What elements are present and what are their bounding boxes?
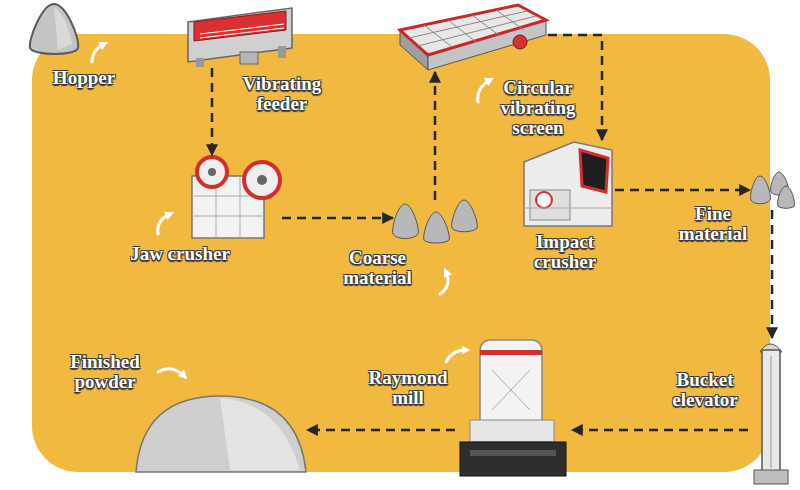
jaw-crusher-picture-part bbox=[244, 162, 280, 198]
coarse-material-rocks-part bbox=[452, 200, 478, 232]
pointer-arrows-part bbox=[440, 272, 448, 294]
circular-vibrating-screen-picture-part bbox=[513, 35, 527, 49]
fine-material-rocks bbox=[751, 172, 795, 208]
circular-vibrating-screen-picture-part bbox=[409, 11, 527, 38]
raymond-mill-picture-part bbox=[492, 370, 530, 410]
vibrating-feeder-picture-part bbox=[278, 46, 286, 58]
finished-powder-pile bbox=[136, 396, 306, 472]
impact-crusher-picture bbox=[524, 142, 612, 226]
pointer-arrows bbox=[92, 44, 490, 376]
machine-node: Vibrating feeder bbox=[182, 5, 295, 68]
raymond-mill-picture-part bbox=[480, 350, 542, 355]
machine-label: Impact crusher bbox=[520, 232, 610, 272]
machine-node: Hopper bbox=[28, 3, 80, 55]
circular-vibrating-screen-picture-part bbox=[400, 5, 546, 55]
flow-arrow bbox=[211, 68, 214, 155]
bucket-elevator-picture-part bbox=[762, 350, 780, 472]
fine-material-rocks-part bbox=[778, 186, 795, 208]
jaw-crusher-picture-part bbox=[240, 176, 241, 238]
impact-crusher-picture-part bbox=[524, 208, 612, 209]
hopper-rock-part bbox=[54, 8, 72, 50]
machine-label: Coarse material bbox=[330, 248, 425, 288]
flow-arrow bbox=[307, 429, 455, 432]
raymond-mill-picture bbox=[460, 340, 566, 476]
hopper-rock bbox=[30, 4, 78, 54]
machine-node: Fine material bbox=[750, 170, 796, 210]
machine-label: Fine material bbox=[668, 204, 758, 244]
vibrating-feeder-picture-part bbox=[200, 28, 284, 38]
pointer-arrows-part bbox=[158, 214, 170, 234]
machine-node: Bucket elevator bbox=[748, 338, 792, 486]
bucket-elevator-picture bbox=[754, 344, 788, 484]
coarse-material-rocks-part bbox=[424, 212, 450, 243]
machine-node: Impact crusher bbox=[515, 140, 615, 228]
circular-vibrating-screen-picture bbox=[400, 5, 546, 70]
coarse-material-rocks-part bbox=[393, 204, 419, 239]
jaw-crusher-picture bbox=[192, 157, 280, 238]
flow-arrow bbox=[771, 210, 774, 338]
flow-arrow bbox=[572, 429, 748, 432]
raymond-mill-picture-part bbox=[460, 442, 566, 476]
jaw-crusher-picture-part bbox=[197, 157, 227, 187]
machine-label: Hopper bbox=[44, 68, 124, 88]
vibrating-feeder-picture-part bbox=[196, 58, 204, 67]
impact-crusher-picture-part bbox=[580, 150, 608, 192]
machine-label: Raymond mill bbox=[366, 368, 450, 408]
impact-crusher-picture-part bbox=[536, 192, 552, 208]
raymond-mill-picture-part bbox=[470, 450, 556, 456]
machine-node: Coarse material bbox=[393, 200, 478, 242]
pointer-arrows-part bbox=[446, 350, 466, 362]
flow-arrow bbox=[282, 217, 393, 220]
finished-powder-pile-part bbox=[136, 396, 306, 472]
raymond-mill-picture-part bbox=[470, 420, 554, 442]
machine-node: Circular vibrating screen bbox=[395, 5, 548, 72]
finished-powder-pile-part bbox=[220, 398, 300, 470]
bucket-elevator-picture-part bbox=[754, 470, 788, 484]
machine-label: Bucket elevator bbox=[660, 370, 750, 410]
yellow-ground-part bbox=[32, 34, 770, 472]
impact-crusher-picture-part bbox=[524, 142, 612, 226]
machine-label: Vibrating feeder bbox=[232, 74, 332, 114]
vibrating-feeder-picture-part bbox=[240, 52, 258, 64]
coarse-material-rocks bbox=[393, 200, 478, 243]
yellow-ground bbox=[32, 34, 770, 472]
pointer-arrows-part bbox=[92, 44, 104, 62]
pointer-arrows-part bbox=[158, 369, 184, 376]
machine-node: Raymond mill bbox=[455, 335, 572, 478]
machine-label: Jaw crusher bbox=[106, 244, 254, 264]
pointer-arrows-part bbox=[478, 80, 490, 102]
jaw-crusher-picture-part bbox=[192, 216, 264, 217]
bucket-elevator-picture-part bbox=[771, 356, 772, 468]
jaw-crusher-picture-part bbox=[208, 168, 216, 176]
machine-node: Jaw crusher bbox=[185, 155, 282, 240]
machine-label: Circular vibrating screen bbox=[488, 78, 588, 138]
jaw-crusher-picture-part bbox=[257, 175, 267, 185]
machine-node: Finished powder bbox=[135, 395, 307, 472]
fine-material-rocks-part bbox=[751, 176, 771, 204]
vibrating-feeder-picture bbox=[188, 8, 292, 67]
impact-crusher-picture-part bbox=[530, 190, 570, 220]
flow-arrow bbox=[615, 189, 750, 192]
machine-label: Finished powder bbox=[55, 352, 155, 392]
flow-arrow bbox=[434, 72, 437, 200]
vibrating-feeder-picture-part bbox=[194, 11, 286, 41]
hopper-rock-part bbox=[30, 4, 78, 54]
raymond-mill-picture-part bbox=[492, 370, 530, 410]
